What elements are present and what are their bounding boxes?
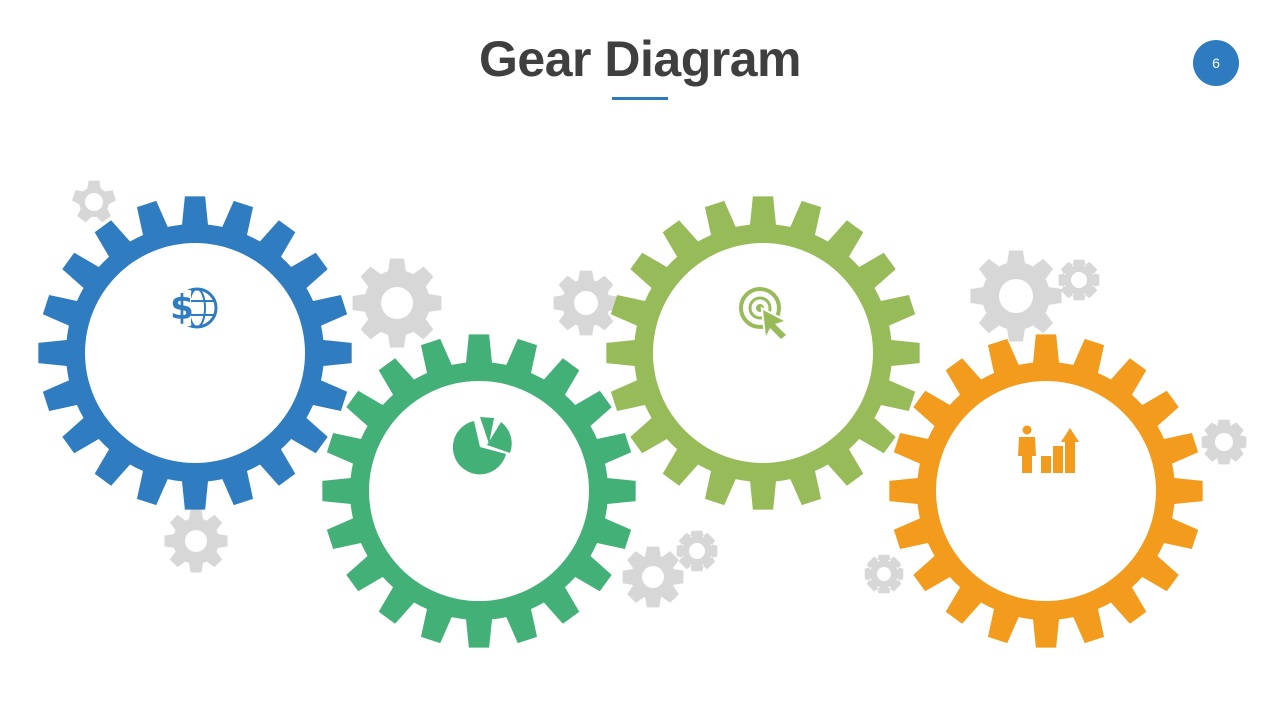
slide-title: Gear Diagram	[479, 31, 801, 87]
svg-text:$: $	[170, 288, 194, 328]
small-gear-2	[352, 258, 442, 348]
gear-olive	[606, 196, 920, 510]
pie-chart-icon	[452, 417, 512, 475]
small-gear-5	[622, 546, 684, 608]
small-gear-9	[864, 554, 904, 594]
small-gear-3	[553, 270, 619, 336]
business-growth-icon	[1018, 425, 1079, 473]
small-gear-1	[72, 180, 116, 223]
dollar-globe-icon: $	[170, 287, 218, 329]
small-gear-10	[1201, 419, 1247, 465]
small-gear-6	[676, 530, 718, 572]
small-gear-7	[970, 250, 1062, 342]
gear-orange	[889, 334, 1203, 648]
small-gear-4	[164, 509, 228, 573]
title-underline	[612, 97, 668, 100]
gear-green	[322, 334, 636, 648]
small-gears	[72, 180, 1247, 608]
page-number-badge: 6	[1193, 40, 1239, 86]
target-cursor-icon	[739, 287, 790, 343]
gear-blue	[38, 196, 352, 510]
small-gear-8	[1058, 259, 1100, 301]
